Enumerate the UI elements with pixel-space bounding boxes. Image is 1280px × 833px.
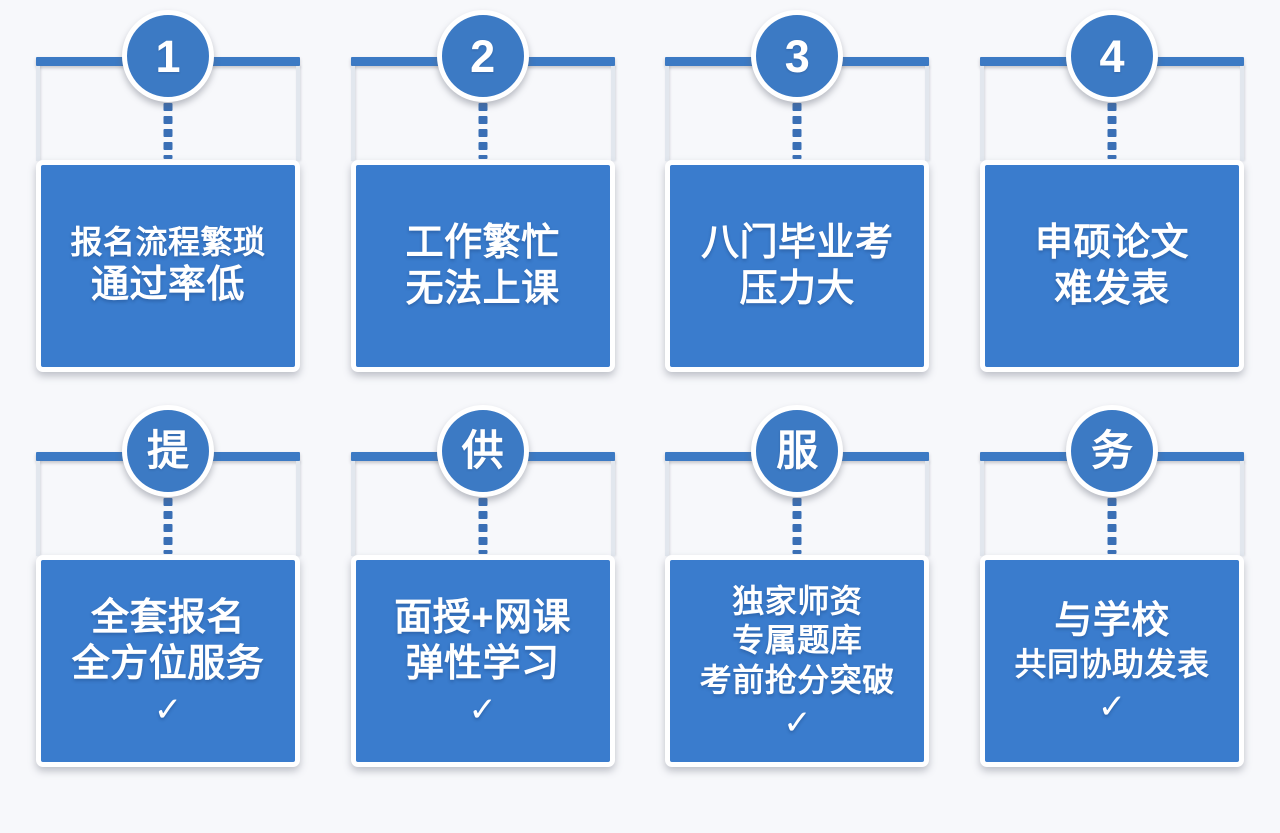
panel-text: 报名流程繁琐通过率低 — [41, 223, 295, 308]
panel-line: 八门毕业考 — [701, 221, 894, 264]
dotted-connector-icon — [792, 103, 802, 159]
panel-line: 独家师资 — [732, 583, 863, 620]
panel-line: 通过率低 — [90, 264, 245, 307]
content-panel-top-2[interactable]: 工作繁忙无法上课 — [350, 160, 615, 372]
step-badge-top-3[interactable]: 3 — [751, 10, 844, 102]
panel-line: 报名流程繁琐 — [70, 224, 266, 261]
panel-text: 独家师资专属题库考前抢分突破 — [670, 582, 924, 699]
panel-line: 无法上课 — [405, 268, 560, 310]
dotted-connector-icon — [163, 103, 173, 159]
dotted-connector-icon — [1107, 498, 1117, 554]
panel-line: 面授+网课 — [394, 596, 571, 639]
panel-text: 申硕论文难发表 — [985, 220, 1239, 313]
panel-line: 工作繁忙 — [405, 221, 560, 264]
step-badge-bottom-3[interactable]: 服 — [751, 405, 844, 497]
bracket-leg-left — [36, 461, 40, 556]
content-panel-bottom-1[interactable]: 全套报名全方位服务✓ — [36, 555, 300, 767]
bracket-leg-left — [350, 66, 355, 161]
panel-text: 工作繁忙无法上课 — [356, 220, 610, 313]
bracket-leg-right — [610, 461, 615, 556]
content-panel-top-1[interactable]: 报名流程繁琐通过率低 — [36, 160, 300, 372]
checkmark-icon: ✓ — [153, 691, 183, 730]
step-badge-bottom-4[interactable]: 务 — [1065, 405, 1158, 497]
bracket-leg-right — [610, 66, 615, 161]
bracket-leg-right — [925, 66, 930, 161]
panel-line: 难发表 — [1054, 268, 1170, 310]
panel-text: 与学校共同协助发表 — [985, 598, 1239, 683]
panel-text: 全套报名全方位服务 — [41, 595, 295, 688]
panel-line: 压力大 — [739, 268, 856, 310]
bracket-leg-right — [1239, 461, 1244, 556]
step-badge-top-1[interactable]: 1 — [122, 10, 214, 102]
bracket-leg-right — [925, 461, 930, 556]
bracket-leg-left — [350, 461, 355, 556]
panel-line: 共同协助发表 — [1014, 645, 1210, 682]
step-badge-top-4[interactable]: 4 — [1065, 10, 1158, 102]
bracket-leg-left — [665, 461, 670, 556]
bracket-leg-left — [979, 461, 984, 556]
panel-text: 面授+网课弹性学习 — [356, 595, 610, 688]
content-panel-bottom-4[interactable]: 与学校共同协助发表 ✓ — [979, 555, 1244, 767]
bracket-leg-left — [665, 66, 670, 161]
bracket-leg-right — [1239, 66, 1244, 161]
panel-line: 与学校 — [1054, 600, 1170, 643]
checkmark-icon: ✓ — [468, 691, 497, 730]
bracket-leg-left — [979, 66, 984, 161]
dotted-connector-icon — [1107, 103, 1117, 159]
step-badge-bottom-2[interactable]: 供 — [436, 405, 529, 497]
panel-line: 考前抢分突破 — [699, 661, 895, 698]
step-badge-top-2[interactable]: 2 — [436, 10, 529, 102]
panel-line: 弹性学习 — [405, 643, 560, 685]
panel-line: 全套报名 — [90, 596, 245, 639]
bracket-leg-left — [36, 66, 40, 161]
dotted-connector-icon — [792, 498, 802, 554]
panel-text: 八门毕业考压力大 — [670, 220, 924, 313]
dotted-connector-icon — [163, 498, 173, 554]
step-badge-bottom-1[interactable]: 提 — [122, 405, 214, 497]
panel-line: 申硕论文 — [1034, 221, 1189, 264]
dotted-connector-icon — [478, 498, 488, 554]
checkmark-icon: ✓ — [1097, 687, 1127, 726]
content-panel-bottom-3[interactable]: 独家师资专属题库考前抢分突破 ✓ — [665, 555, 930, 767]
dotted-connector-icon — [478, 103, 488, 159]
bracket-leg-right — [296, 66, 300, 161]
panel-line: 专属题库 — [732, 622, 863, 659]
content-panel-top-3[interactable]: 八门毕业考压力大 — [665, 160, 930, 372]
panel-line: 全方位服务 — [71, 643, 265, 685]
checkmark-icon: ✓ — [783, 703, 812, 742]
bracket-leg-right — [296, 461, 300, 556]
content-panel-bottom-2[interactable]: 面授+网课弹性学习✓ — [350, 555, 615, 767]
content-panel-top-4[interactable]: 申硕论文难发表 — [979, 160, 1244, 372]
